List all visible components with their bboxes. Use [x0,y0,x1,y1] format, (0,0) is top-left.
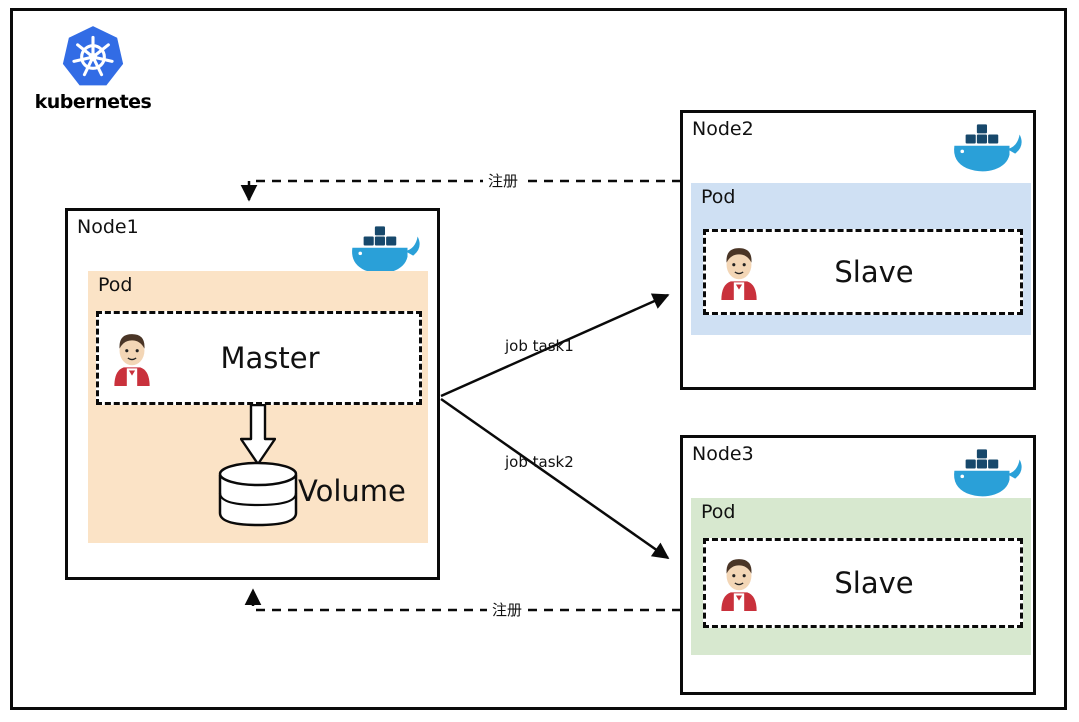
kubernetes-helm-icon [62,26,124,86]
slave-container-box-node2: Slave [703,229,1023,315]
node3-box: Node3 Pod Slave [680,435,1036,695]
volume-label: Volume [298,474,406,508]
master-label: Master [220,341,320,375]
master-container-box: Master [96,311,422,405]
edge-label-register-top: 注册 [483,170,524,191]
kubernetes-logo: kubernetes [26,24,160,113]
down-block-arrow-icon [240,404,276,466]
edge-label-job-task1: job task1 [505,337,574,355]
node1-pod: Pod Master Volume [88,271,428,543]
node2-box: Node2 Pod Slave [680,110,1036,390]
node1-pod-label: Pod [98,274,133,296]
node1-title: Node1 [77,216,139,238]
jenkins-butler-icon [109,330,155,386]
jenkins-butler-icon [716,244,762,300]
volume-cylinder-icon [216,461,300,527]
docker-whale-icon [347,223,423,277]
slave-label-node3: Slave [834,566,914,600]
node2-title: Node2 [692,118,754,140]
docker-whale-icon [949,121,1025,175]
jenkins-butler-icon [716,555,762,611]
node1-box: Node1 Pod Master Volume [65,208,440,580]
slave-label-node2: Slave [834,255,914,289]
node3-pod-label: Pod [701,501,736,523]
kubernetes-label: kubernetes [34,91,152,113]
node3-pod: Pod Slave [691,498,1031,655]
node2-pod: Pod Slave [691,183,1031,335]
docker-whale-icon [949,446,1025,500]
diagram-border [10,8,1067,710]
edge-label-job-task2: job task2 [505,453,574,471]
slave-container-box-node3: Slave [703,538,1023,628]
node2-pod-label: Pod [701,186,736,208]
edge-label-register-bottom: 注册 [487,599,528,620]
node3-title: Node3 [692,443,754,465]
